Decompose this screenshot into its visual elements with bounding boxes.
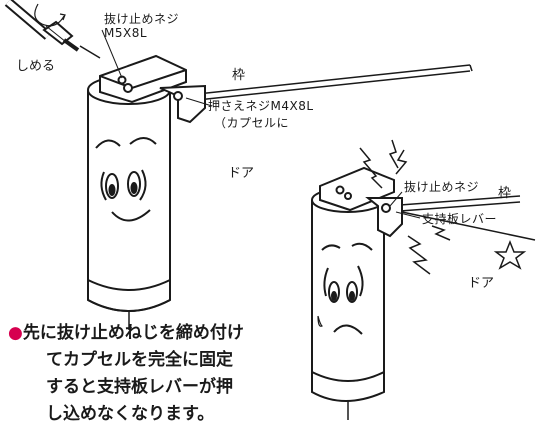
caution-note: ●先に抜け止めねじを締め付け てカプセルを完全に固定 すると支持板レバーが押 し… bbox=[8, 320, 244, 428]
label-press-screw-2: （カプセルに bbox=[214, 116, 290, 130]
label-press-screw-1: 押さえネジM4X8L bbox=[208, 99, 314, 113]
label-screw-top-2: M5X8L bbox=[104, 26, 148, 40]
screwdriver bbox=[4, 0, 101, 59]
stress-lines-icon bbox=[359, 139, 451, 275]
note-line-3: すると支持板レバーが押 bbox=[46, 377, 233, 397]
note-line-2: てカプセルを完全に固定 bbox=[46, 350, 233, 370]
frame-bar-right bbox=[399, 195, 521, 212]
label-door-left: ドア bbox=[228, 166, 255, 181]
label-screw-top-1: 抜け止めネジ bbox=[104, 12, 180, 26]
label-frame-right: 枠 bbox=[498, 186, 512, 201]
note-line-1: 先に抜け止めねじを締め付け bbox=[22, 323, 244, 343]
sad-face-right bbox=[317, 242, 373, 335]
note-line-4: し込めなくなります。 bbox=[46, 404, 215, 424]
capsule-right bbox=[311, 166, 403, 402]
label-frame-top: 枠 bbox=[232, 68, 246, 83]
star-icon bbox=[493, 239, 527, 270]
bullet-icon: ● bbox=[8, 323, 23, 343]
happy-face-left bbox=[95, 137, 157, 222]
label-door-right: ドア bbox=[468, 276, 495, 291]
frame-bar-top bbox=[187, 64, 473, 102]
rotate-arrow-icon bbox=[34, 3, 65, 27]
label-screw-right: 抜け止めネジ bbox=[404, 180, 480, 194]
label-lever: 支持板レバー bbox=[422, 212, 498, 226]
capsule-left bbox=[87, 54, 206, 312]
label-tighten: しめる bbox=[16, 59, 56, 74]
